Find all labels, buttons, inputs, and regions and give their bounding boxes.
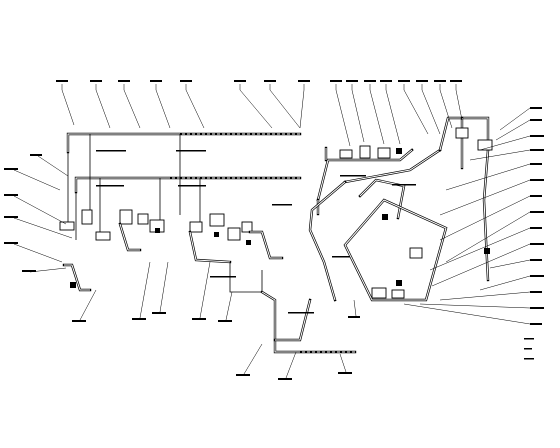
center-equipment-cluster [188, 213, 284, 293]
left-leader-lines [13, 155, 73, 273]
top-leader-lines [61, 84, 463, 147]
header-pipe-lower [74, 176, 302, 194]
bottom-tags [72, 312, 360, 380]
right-loop [343, 198, 448, 302]
pipe-annotation-marks [96, 150, 416, 314]
right-tags [524, 107, 544, 360]
right-pipe-network [308, 145, 442, 302]
bottom-leader-lines [79, 261, 357, 379]
right-edge-riser [438, 116, 493, 282]
left-equipment-cluster [59, 209, 165, 292]
header-pipe-upper [66, 132, 302, 154]
right-leader-lines [403, 107, 531, 325]
header-drops [67, 134, 201, 240]
left-tags [4, 154, 42, 272]
main-riser [260, 290, 357, 354]
top-tags [56, 80, 462, 82]
